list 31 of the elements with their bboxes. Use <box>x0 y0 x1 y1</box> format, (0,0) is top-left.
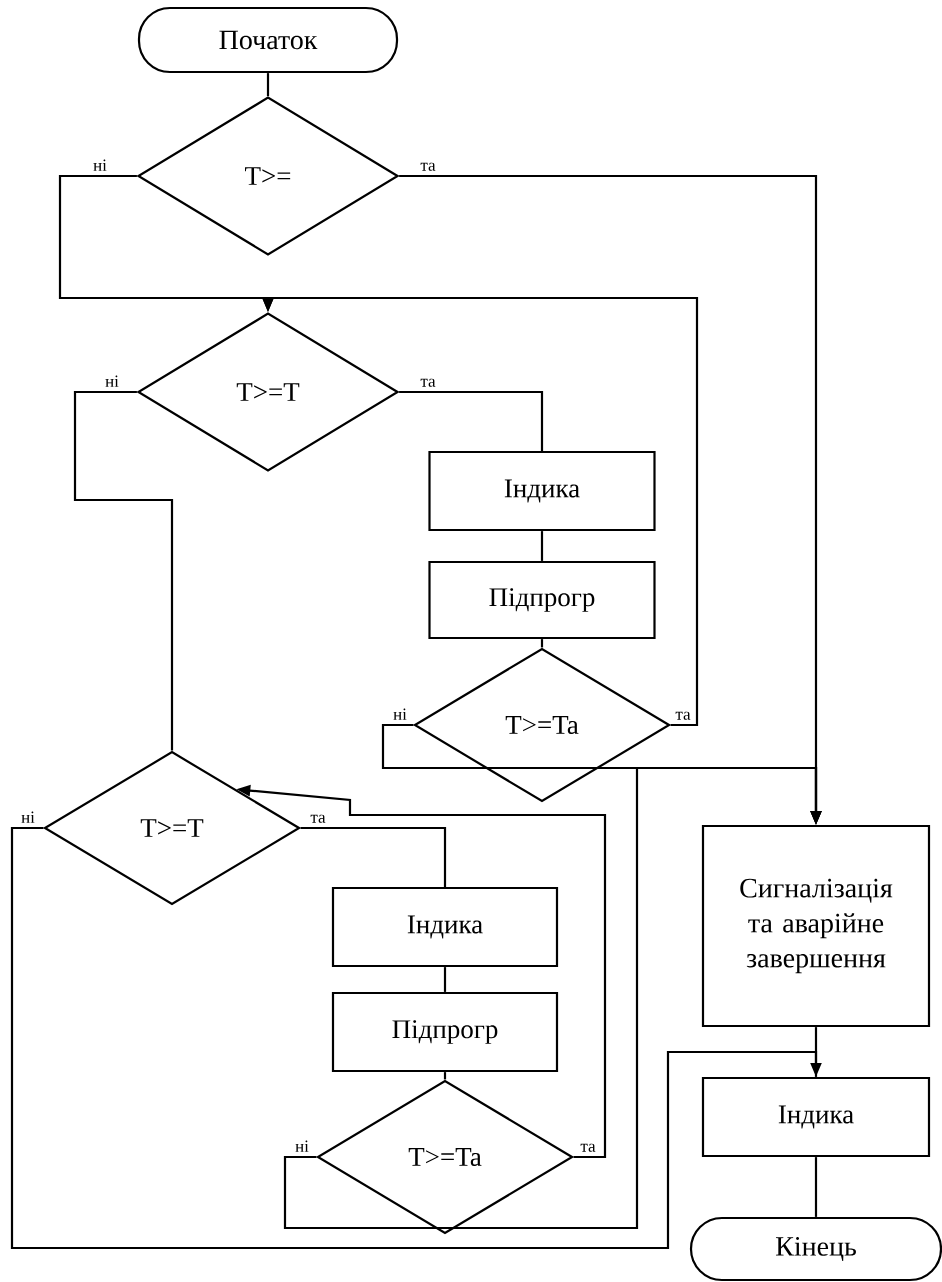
process-box: Індика <box>428 450 656 532</box>
edge-label: та <box>579 1142 597 1153</box>
edge-label: та <box>419 377 437 388</box>
edge-label: та <box>419 161 437 172</box>
connector-line <box>399 390 544 451</box>
process-box: Підпрогр <box>331 991 559 1073</box>
edge-label: ні <box>104 374 120 388</box>
edge-label: ні <box>294 1139 310 1153</box>
connector-line <box>443 1072 447 1080</box>
edge-label: ні <box>20 810 36 824</box>
process-box: Індика <box>331 886 559 968</box>
edge-label: та <box>309 813 327 824</box>
edge-label: ні <box>92 158 108 172</box>
process-box: Сигналізація та аварійне завершення <box>701 824 931 1028</box>
connector-line <box>540 639 544 648</box>
edge-label: ні <box>392 707 408 721</box>
terminator: Кінець <box>689 1216 942 1282</box>
connector-line <box>814 1027 818 1077</box>
connector-line <box>443 967 447 992</box>
process-box: Індика <box>701 1076 931 1158</box>
connector-line <box>814 1157 818 1217</box>
arrow <box>262 296 699 727</box>
arrow <box>283 766 822 1230</box>
process-box: Підпрогр <box>428 560 656 640</box>
connector-line <box>73 390 174 751</box>
arrow <box>10 826 822 1250</box>
edge-label: та <box>674 710 692 721</box>
terminator: Початок <box>137 6 399 74</box>
connector-line <box>540 531 544 561</box>
connector-line <box>266 73 270 97</box>
connector-line <box>300 826 447 887</box>
